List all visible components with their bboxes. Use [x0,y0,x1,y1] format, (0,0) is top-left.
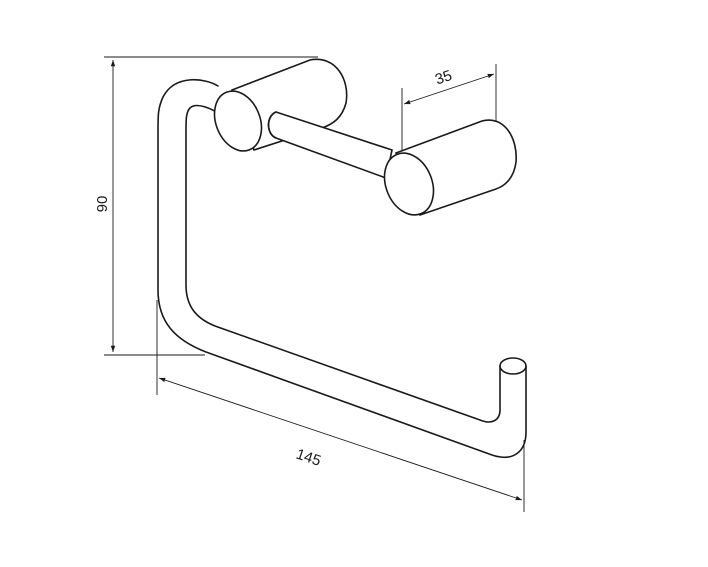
width-label: 145 [294,446,323,470]
cross-bar-end [267,111,277,139]
cross-bar [267,111,393,180]
height-label: 90 [94,196,111,213]
height-dimension: 90 [94,56,318,356]
arm-end-cap [499,357,527,375]
holder-arm [157,78,527,458]
projection-dimension-line [403,73,495,105]
width-dimension: 145 [156,300,525,512]
projection-dimension: 35 [401,64,497,152]
end-cylinder-face [383,152,435,216]
wall-mount-face [213,90,263,152]
width-dimension-line [158,377,523,501]
projection-label: 35 [433,67,454,88]
end-cylinder [383,119,517,217]
arm-outer-contour [157,78,527,458]
arm-inner-contour [185,104,501,423]
